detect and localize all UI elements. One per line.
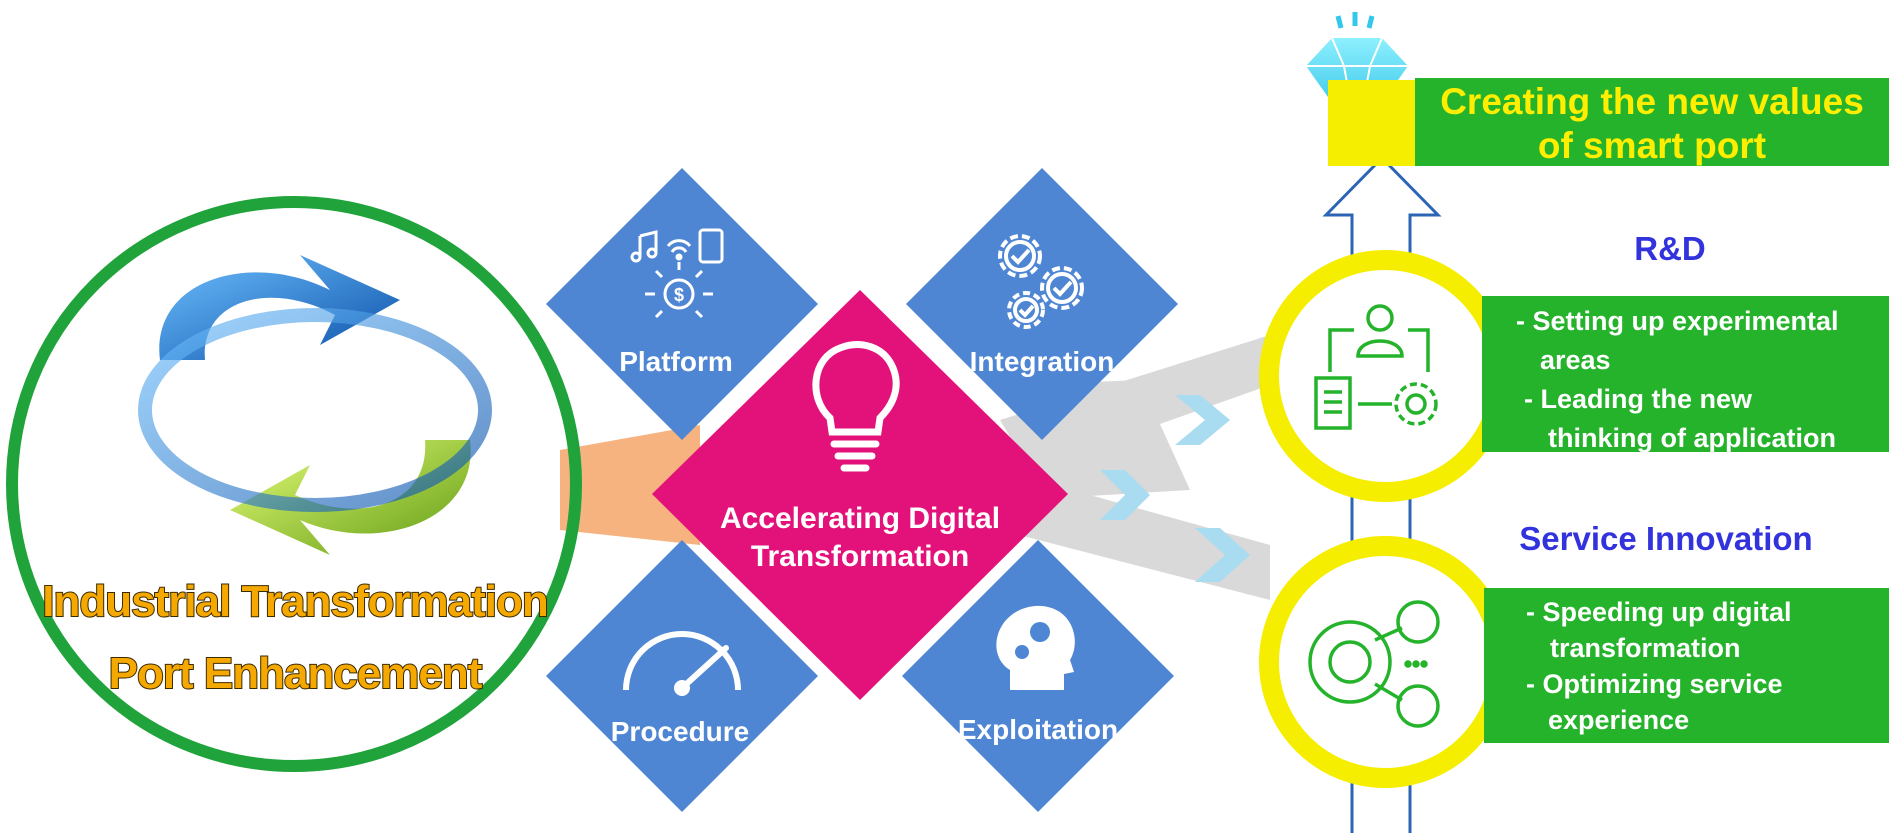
service-line4: experience — [1548, 705, 1690, 735]
goal-box: Creating the new values of smart port — [1415, 78, 1889, 166]
rd-title: R&D — [1634, 230, 1706, 267]
rd-line2: areas — [1540, 345, 1611, 375]
center-label: Accelerating Digital Transformation — [680, 500, 1040, 576]
network-people-icon — [1308, 600, 1440, 728]
service-circle — [1259, 536, 1511, 788]
rd-line3: - Leading the new — [1524, 384, 1753, 414]
platform-label: Platform — [619, 346, 733, 377]
orange-connector — [560, 425, 700, 545]
center-label-line2: Transformation — [750, 540, 970, 573]
left-caption-line2: Port Enhancement — [108, 649, 484, 698]
service-line1: - Speeding up digital — [1526, 597, 1792, 627]
head-gears-icon — [996, 605, 1075, 690]
gears-check-icon — [998, 234, 1084, 329]
goal-line2: of smart port — [1537, 125, 1767, 166]
procedure-label: Procedure — [610, 716, 750, 747]
service-box: - Speeding up digital transformation - O… — [1484, 588, 1889, 743]
goal-yellow-block — [1328, 80, 1418, 166]
service-line2: transformation — [1550, 633, 1741, 663]
chevron-icon — [1100, 395, 1250, 582]
service-line3: - Optimizing service — [1526, 669, 1783, 699]
rd-circle — [1259, 250, 1511, 502]
exploitation-label: Exploitation — [957, 714, 1119, 745]
service-title: Service Innovation — [1519, 520, 1813, 557]
center-label-line1: Accelerating Digital — [719, 502, 1001, 535]
rd-line4: thinking of application — [1548, 423, 1836, 453]
research-process-icon — [1314, 304, 1438, 430]
integration-label: Integration — [969, 346, 1115, 377]
diamond-platform — [546, 168, 818, 440]
rd-box: - Setting up experimental areas - Leadin… — [1482, 296, 1889, 453]
svg-text:$: $ — [674, 285, 684, 305]
lightbulb-icon — [812, 341, 900, 472]
speedometer-icon — [623, 631, 741, 696]
rd-line1: - Setting up experimental — [1516, 306, 1839, 336]
center-diamond — [652, 290, 1068, 700]
goal-line1: Creating the new values — [1440, 81, 1864, 122]
platform-services-icon: $ — [630, 228, 724, 319]
diamond-procedure — [546, 540, 818, 812]
gray-connector-bottom — [1000, 470, 1270, 600]
left-caption-line1: Industrial Transformation — [41, 577, 550, 626]
